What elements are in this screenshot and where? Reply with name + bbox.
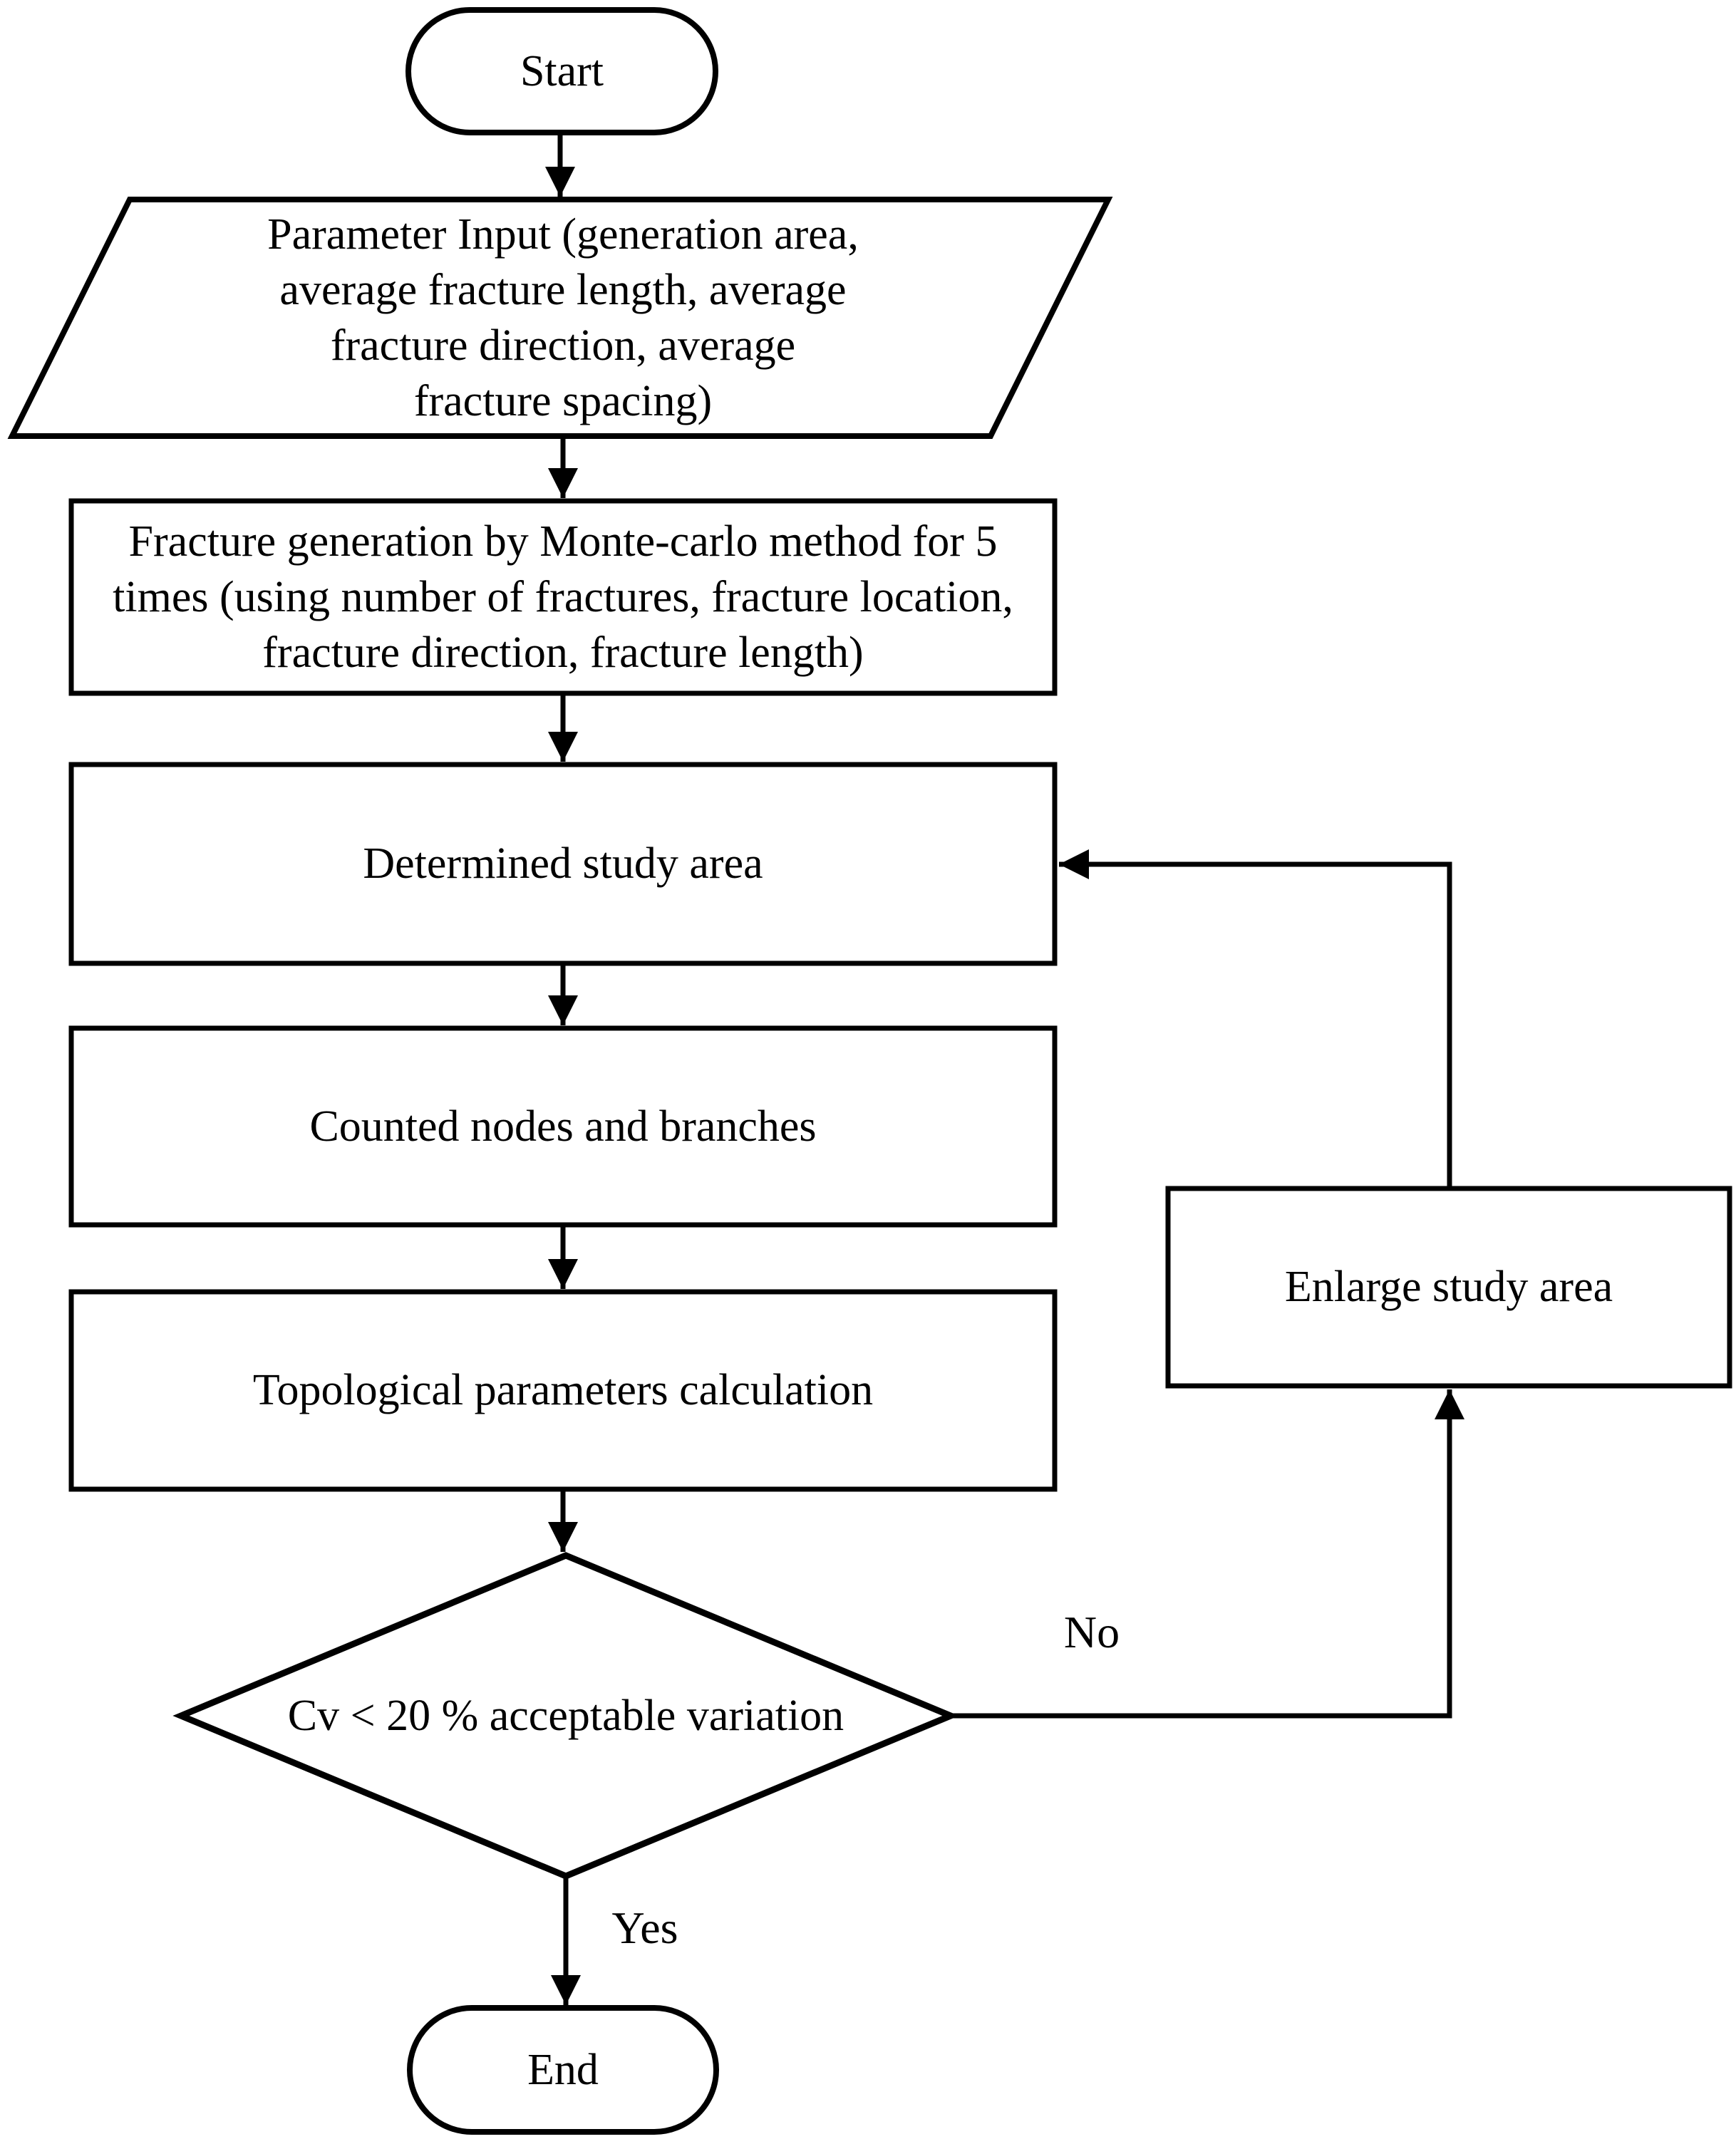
edge-decision-no-to-enlarge (951, 1389, 1464, 1719)
enlarge-study-area-process-shape (1165, 1186, 1732, 1389)
edge-enlarge-to-determined (1059, 849, 1452, 1188)
start-terminator-shape (405, 7, 718, 135)
cv-decision-diamond-shape (172, 1552, 959, 1880)
parameter-input-parallelogram-shape (7, 197, 1113, 439)
topological-parameters-process-shape (68, 1289, 1058, 1492)
fracture-generation-process-shape (68, 498, 1058, 696)
end-terminator-shape (407, 2005, 719, 2135)
counted-nodes-branches-process-shape (68, 1025, 1058, 1228)
determined-study-area-process-shape (68, 762, 1058, 966)
